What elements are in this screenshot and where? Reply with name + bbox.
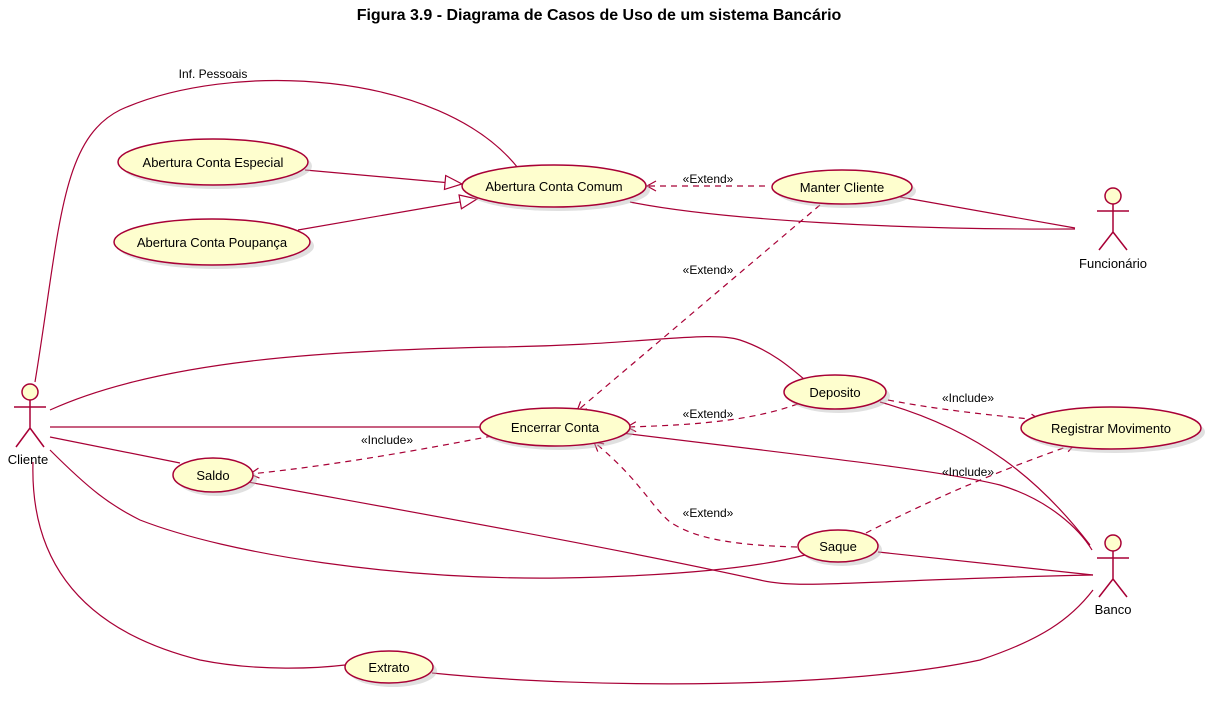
actor-cliente[interactable]: Cliente: [8, 383, 48, 467]
use-case-poupanca[interactable]: Abertura Conta Poupança: [113, 218, 314, 269]
extend-deposito-encerrar: [625, 399, 809, 433]
actor-head: [21, 383, 39, 401]
use-case-registrar-label: Registrar Movimento: [1051, 421, 1171, 436]
include-deposito-registrar: [887, 399, 1042, 425]
use-case-deposito[interactable]: Deposito: [783, 374, 890, 413]
label-extend-saque-encerrar: «Extend»: [683, 506, 734, 520]
use-case-especial[interactable]: Abertura Conta Especial: [117, 138, 312, 189]
use-case-manter[interactable]: Manter Cliente: [771, 169, 916, 208]
assoc-encerrar-banco: [621, 432, 1093, 551]
actor-banco[interactable]: Banco: [1095, 534, 1132, 617]
assoc-saldo-banco: [247, 481, 1094, 585]
include-encerrar-saldo: [248, 435, 493, 479]
use-case-saldo-label: Saldo: [196, 468, 229, 483]
label-include-deposito-registrar: «Include»: [942, 391, 994, 405]
use-case-extrato[interactable]: Extrato: [344, 650, 437, 687]
use-case-registrar[interactable]: Registrar Movimento: [1020, 406, 1205, 453]
use-case-comum-label: Abertura Conta Comum: [485, 179, 622, 194]
label-extend-manter-encerrar: «Extend»: [683, 263, 734, 277]
label-extend-deposito-encerrar: «Extend»: [683, 407, 734, 421]
use-case-saque-label: Saque: [819, 539, 857, 554]
assoc-cliente-extrato: [32, 461, 346, 669]
use-case-comum[interactable]: Abertura Conta Comum: [461, 164, 650, 211]
use-case-encerrar[interactable]: Encerrar Conta: [479, 407, 634, 450]
actor-head: [1104, 187, 1122, 205]
assoc-cliente-comum: [34, 80, 519, 383]
label-include-encerrar-saldo: «Include»: [361, 433, 413, 447]
use-case-manter-label: Manter Cliente: [800, 180, 885, 195]
use-case-deposito-label: Deposito: [809, 385, 860, 400]
assoc-manter-funcionario: [899, 196, 1076, 229]
label-inf-pessoais: Inf. Pessoais: [179, 67, 248, 81]
assoc-deposito-banco: [879, 401, 1091, 546]
label-include-saque-registrar: «Include»: [942, 465, 994, 479]
diagram-title: Figura 3.9 - Diagrama de Casos de Uso de…: [357, 7, 842, 24]
use-case-saldo[interactable]: Saldo: [172, 457, 257, 496]
generalizations: [297, 169, 479, 231]
extend-manter-encerrar: [576, 204, 821, 412]
actor-funcionario[interactable]: Funcionário: [1079, 187, 1147, 271]
dependencies: [248, 180, 1077, 548]
use-case-encerrar-label: Encerrar Conta: [511, 420, 600, 435]
use-case-saque[interactable]: Saque: [797, 529, 882, 566]
actor-funcionario-label: Funcionário: [1079, 256, 1147, 271]
assoc-saque-banco: [877, 551, 1094, 576]
assoc-cliente-saque: [49, 449, 806, 579]
generalization-poupanca-comum: [297, 194, 479, 231]
generalization-especial-comum: [304, 169, 464, 191]
use-case-poupanca-label: Abertura Conta Poupança: [137, 235, 288, 250]
use-case-extrato-label: Extrato: [368, 660, 409, 675]
actor-head: [1104, 534, 1122, 552]
extend-saque-encerrar: [593, 441, 798, 548]
assoc-cliente-deposito: [49, 335, 806, 411]
include-saque-registrar: [865, 441, 1077, 534]
assoc-comum-funcionario: [629, 201, 1076, 230]
associations: [32, 80, 1094, 685]
use-case-especial-label: Abertura Conta Especial: [143, 155, 284, 170]
edge-labels: Inf. Pessoais «Extend» «Extend» «Extend»…: [179, 67, 995, 520]
assoc-extrato-banco: [431, 589, 1094, 685]
assoc-cliente-saldo: [49, 436, 181, 464]
label-extend-manter-comum: «Extend»: [683, 172, 734, 186]
actor-cliente-label: Cliente: [8, 452, 48, 467]
actor-banco-label: Banco: [1095, 602, 1132, 617]
